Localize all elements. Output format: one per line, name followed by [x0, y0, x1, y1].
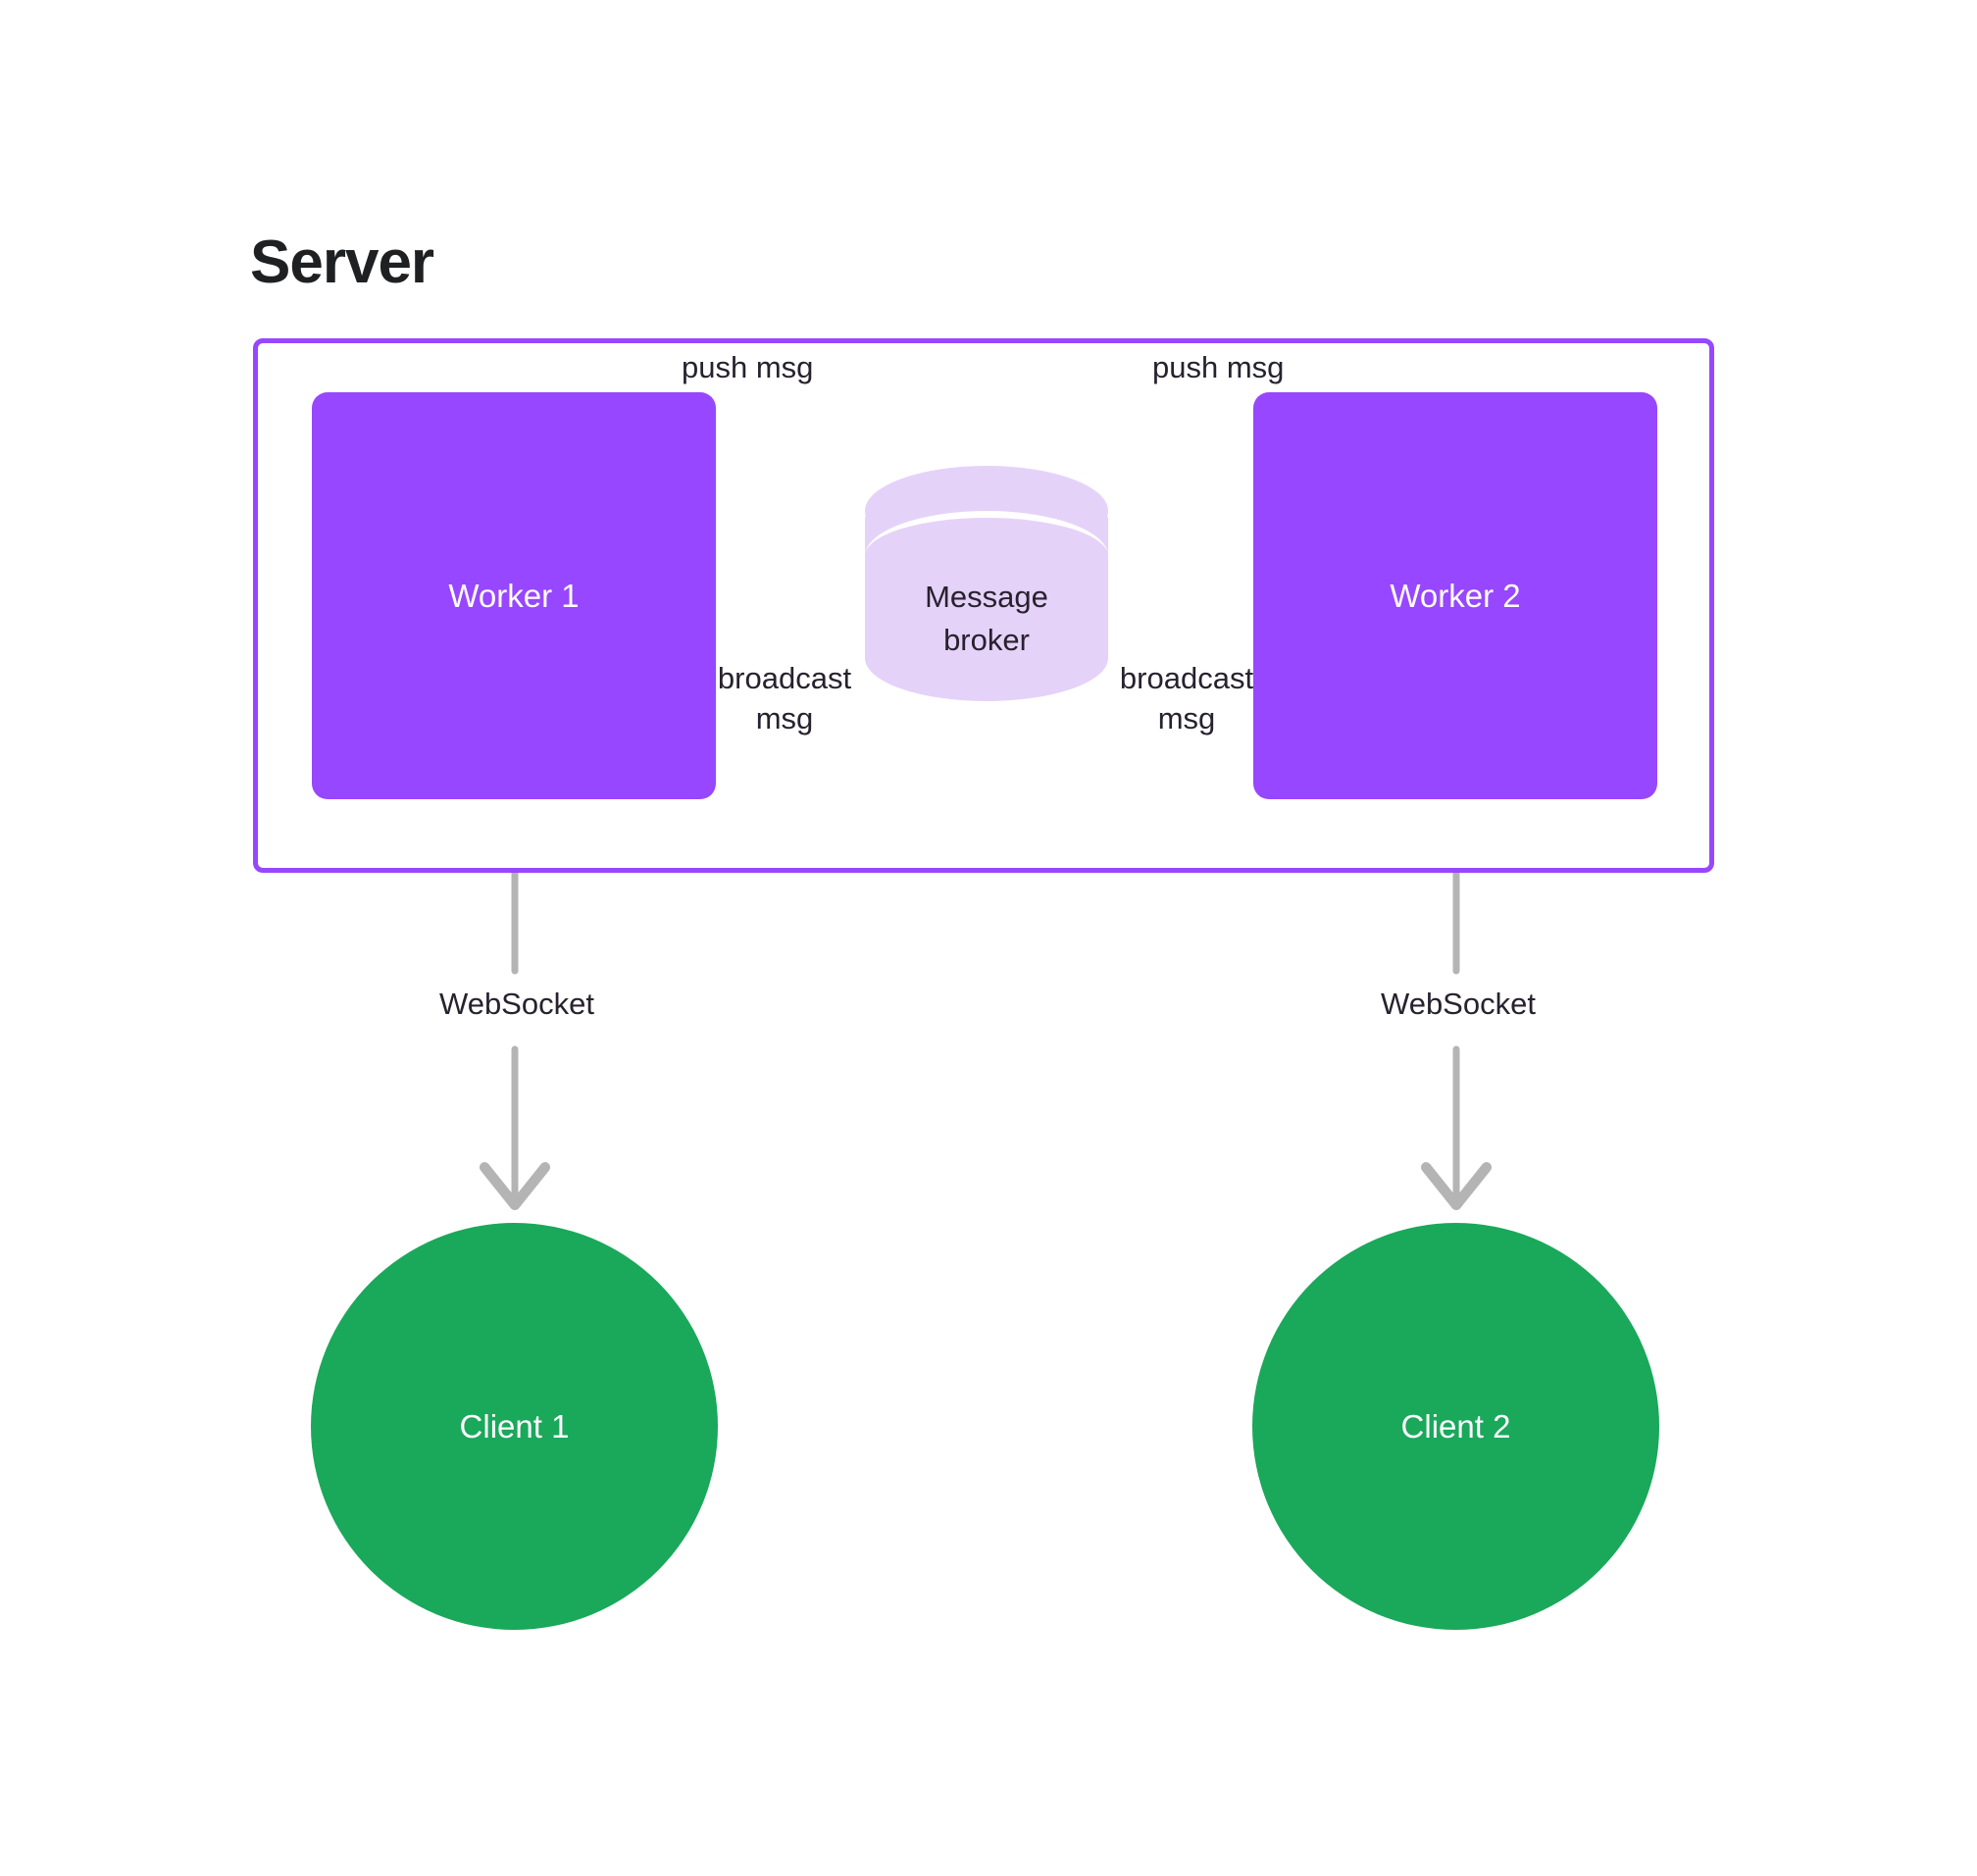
broker-label-line-2: broker [943, 623, 1030, 658]
node-worker-2-label: Worker 2 [1390, 577, 1521, 614]
page-title: Server [250, 228, 434, 296]
edge-label-websocket-right: WebSocket [1367, 985, 1549, 1025]
node-worker-1-label: Worker 1 [448, 577, 580, 614]
broadcast-right-line-2: msg [1157, 700, 1216, 735]
node-message-broker[interactable]: Message broker [865, 466, 1108, 740]
broadcast-left-line-1: broadcast [717, 661, 852, 695]
broadcast-right-line-1: broadcast [1119, 661, 1254, 695]
edge-label-websocket-left: WebSocket [426, 985, 608, 1025]
node-client-1[interactable]: Client 1 [311, 1223, 718, 1630]
node-client-2[interactable]: Client 2 [1252, 1223, 1659, 1630]
node-client-1-label: Client 1 [459, 1407, 570, 1445]
cylinder-rim-highlight [865, 511, 1108, 601]
broadcast-left-line-2: msg [755, 700, 814, 735]
node-message-broker-label: Message broker [865, 576, 1108, 662]
edge-label-broadcast-msg-left: broadcast msg [706, 659, 863, 739]
edge-label-push-msg-right: push msg [1141, 348, 1296, 388]
edge-label-broadcast-msg-right: broadcast msg [1108, 659, 1265, 739]
edge-label-push-msg-left: push msg [670, 348, 826, 388]
node-worker-1[interactable]: Worker 1 [312, 392, 716, 799]
broker-label-line-1: Message [925, 580, 1048, 614]
node-client-2-label: Client 2 [1400, 1407, 1511, 1445]
node-worker-2[interactable]: Worker 2 [1253, 392, 1657, 799]
